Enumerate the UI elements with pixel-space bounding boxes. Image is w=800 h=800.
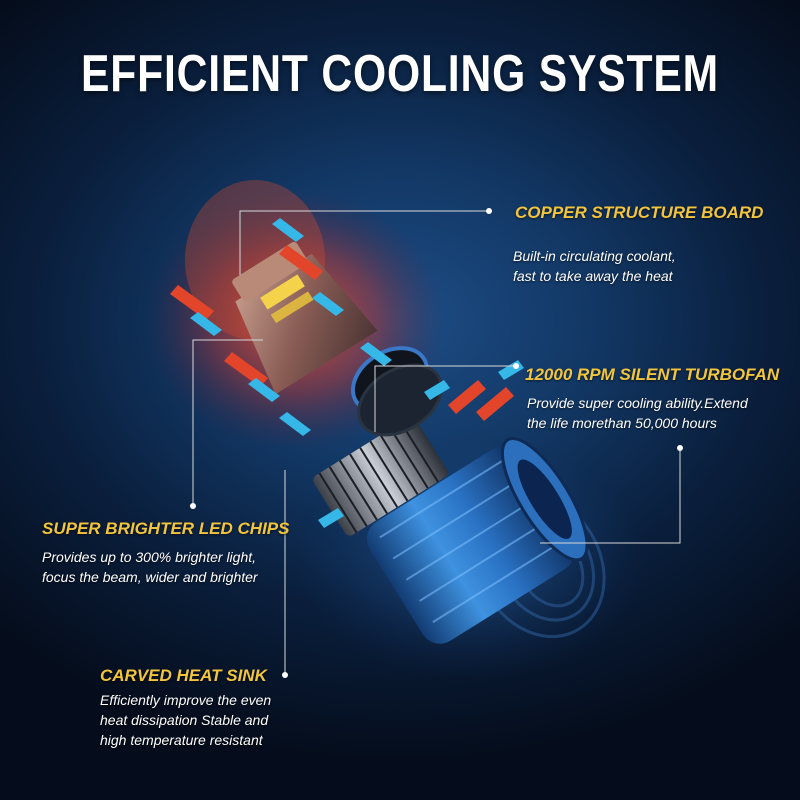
turbofan-feature-title: 12000 RPM SILENT TURBOFAN	[525, 365, 780, 384]
led-chips-feature-title: SUPER BRIGHTER LED CHIPS	[42, 519, 290, 538]
copper-feature-title: COPPER STRUCTURE BOARD	[515, 203, 764, 222]
callout-lines	[192, 210, 681, 675]
heat-sink-feature-title: CARVED HEAT SINK	[100, 666, 267, 685]
led-chips-feature-desc: Provides up to 300% brighter light, focu…	[42, 549, 258, 585]
carved-heat-sink	[313, 417, 448, 536]
page-title: EFFICIENT COOLING SYSTEM	[81, 45, 719, 103]
copper-feature-desc: Built-in circulating coolant, fast to ta…	[513, 248, 676, 284]
led-chip	[260, 274, 305, 310]
callout-dot-icon	[190, 208, 683, 678]
heat-sink-feature-desc: Efficiently improve the even heat dissip…	[100, 692, 272, 748]
heat-arrow-icon	[170, 245, 514, 421]
fan-housing	[366, 436, 589, 644]
turbofan-feature-desc: Provide super cooling ability.Extend the…	[527, 395, 748, 431]
